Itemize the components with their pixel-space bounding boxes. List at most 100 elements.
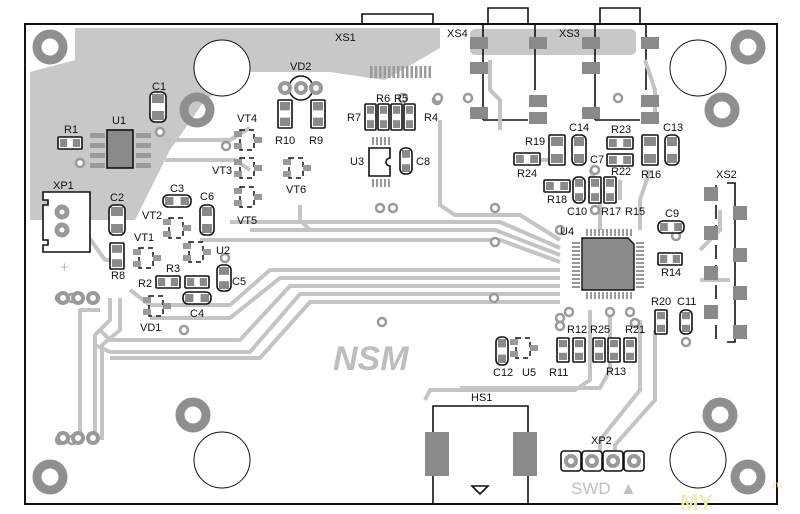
label-c3: C3 [170, 183, 184, 195]
connector-pad [582, 107, 600, 119]
label-xp1: XP1 [53, 180, 74, 192]
label-c6: C6 [200, 191, 214, 203]
label-c5: C5 [232, 276, 246, 288]
component-r4 [403, 103, 416, 131]
xs1-outline [361, 13, 434, 24]
header-pad [56, 431, 70, 445]
label-r18: R18 [547, 194, 567, 206]
connector-strip [470, 29, 636, 55]
label-r23: R23 [611, 124, 631, 136]
component-r15 [603, 176, 617, 204]
header-pad [86, 291, 100, 305]
trace [698, 210, 722, 252]
trace [200, 238, 561, 264]
label-r12: R12 [567, 324, 587, 336]
via [554, 320, 566, 332]
component-r8 [109, 242, 125, 270]
component-r25 [592, 337, 606, 363]
trace [94, 292, 560, 354]
label-r21: R21 [625, 324, 645, 336]
component-hs1 [425, 405, 537, 505]
component-xs2 [704, 182, 747, 343]
component-vt2 [163, 217, 191, 239]
via [432, 92, 444, 104]
mounting-hole-ring-icon [179, 92, 215, 128]
label-xs3: XS3 [559, 28, 580, 40]
label-c12: C12 [493, 367, 513, 379]
label-vt6: VT6 [286, 184, 306, 196]
trace [78, 308, 100, 440]
label-c9: C9 [665, 208, 679, 220]
component-c8 [399, 147, 413, 175]
label-xs2: XS2 [716, 169, 737, 181]
label-r8: R8 [111, 270, 125, 282]
trace [598, 320, 642, 455]
via [376, 316, 388, 328]
component-c11 [679, 309, 693, 335]
component-c2 [108, 204, 126, 236]
mounting-hole-ring-icon [32, 29, 68, 65]
component-r10 [277, 99, 293, 129]
usb-pin [410, 66, 413, 78]
via [629, 317, 641, 329]
label-r14: R14 [661, 267, 681, 279]
standoff-circle [669, 39, 727, 97]
label-u2: U2 [216, 245, 230, 257]
mounting-hole-ring-icon [32, 459, 68, 495]
label-r10: R10 [275, 135, 295, 147]
swd-label: SWD [571, 479, 611, 498]
via [612, 92, 624, 104]
via [624, 306, 636, 318]
label-xs1: XS1 [335, 32, 356, 44]
component-c6 [199, 204, 215, 236]
standoff-circle [193, 431, 251, 489]
via [589, 164, 601, 176]
watermark-suffix: .ru [770, 480, 783, 491]
usb-pin [397, 66, 400, 78]
usb-pin [383, 66, 386, 78]
component-c13 [664, 134, 680, 166]
usb-pin [370, 66, 373, 78]
label-c2: C2 [110, 192, 124, 204]
trace [100, 298, 122, 440]
standoff-circle [193, 39, 251, 97]
component-c3 [162, 194, 192, 208]
component-r20 [654, 309, 668, 335]
usb-pin [388, 66, 391, 78]
header-pad [71, 431, 85, 445]
component-c9 [657, 220, 685, 234]
component-c5 [216, 264, 232, 292]
label-c7: C7 [590, 154, 604, 166]
label-u3: U3 [350, 156, 364, 168]
usb-pin [392, 66, 395, 78]
label-vt4: VT4 [237, 113, 257, 125]
trace [93, 298, 112, 440]
nsm-logo: NSM [333, 340, 409, 378]
via [154, 126, 166, 138]
connector-pad [470, 37, 488, 49]
component-r14 [657, 252, 683, 266]
board-outline [24, 23, 778, 505]
component-r24 [513, 152, 541, 166]
component-vt4 [234, 129, 262, 151]
component-r13 [607, 337, 621, 363]
polarity-mark: + [60, 259, 69, 276]
header-pad [86, 431, 100, 445]
component-r6 [377, 103, 390, 131]
via [220, 140, 232, 152]
component-r7 [364, 103, 377, 131]
usb-pin [374, 66, 377, 78]
connector-pad [470, 62, 488, 74]
component-r22 [606, 153, 634, 167]
via [604, 306, 616, 318]
via [397, 92, 409, 104]
mounting-holes [32, 29, 766, 495]
label-c4: C4 [190, 308, 204, 320]
label-xs4: XS4 [447, 28, 468, 40]
component-u2 [183, 241, 211, 263]
label-c8: C8 [416, 156, 430, 168]
label-r9: R9 [309, 135, 323, 147]
connector-pad [582, 37, 600, 49]
